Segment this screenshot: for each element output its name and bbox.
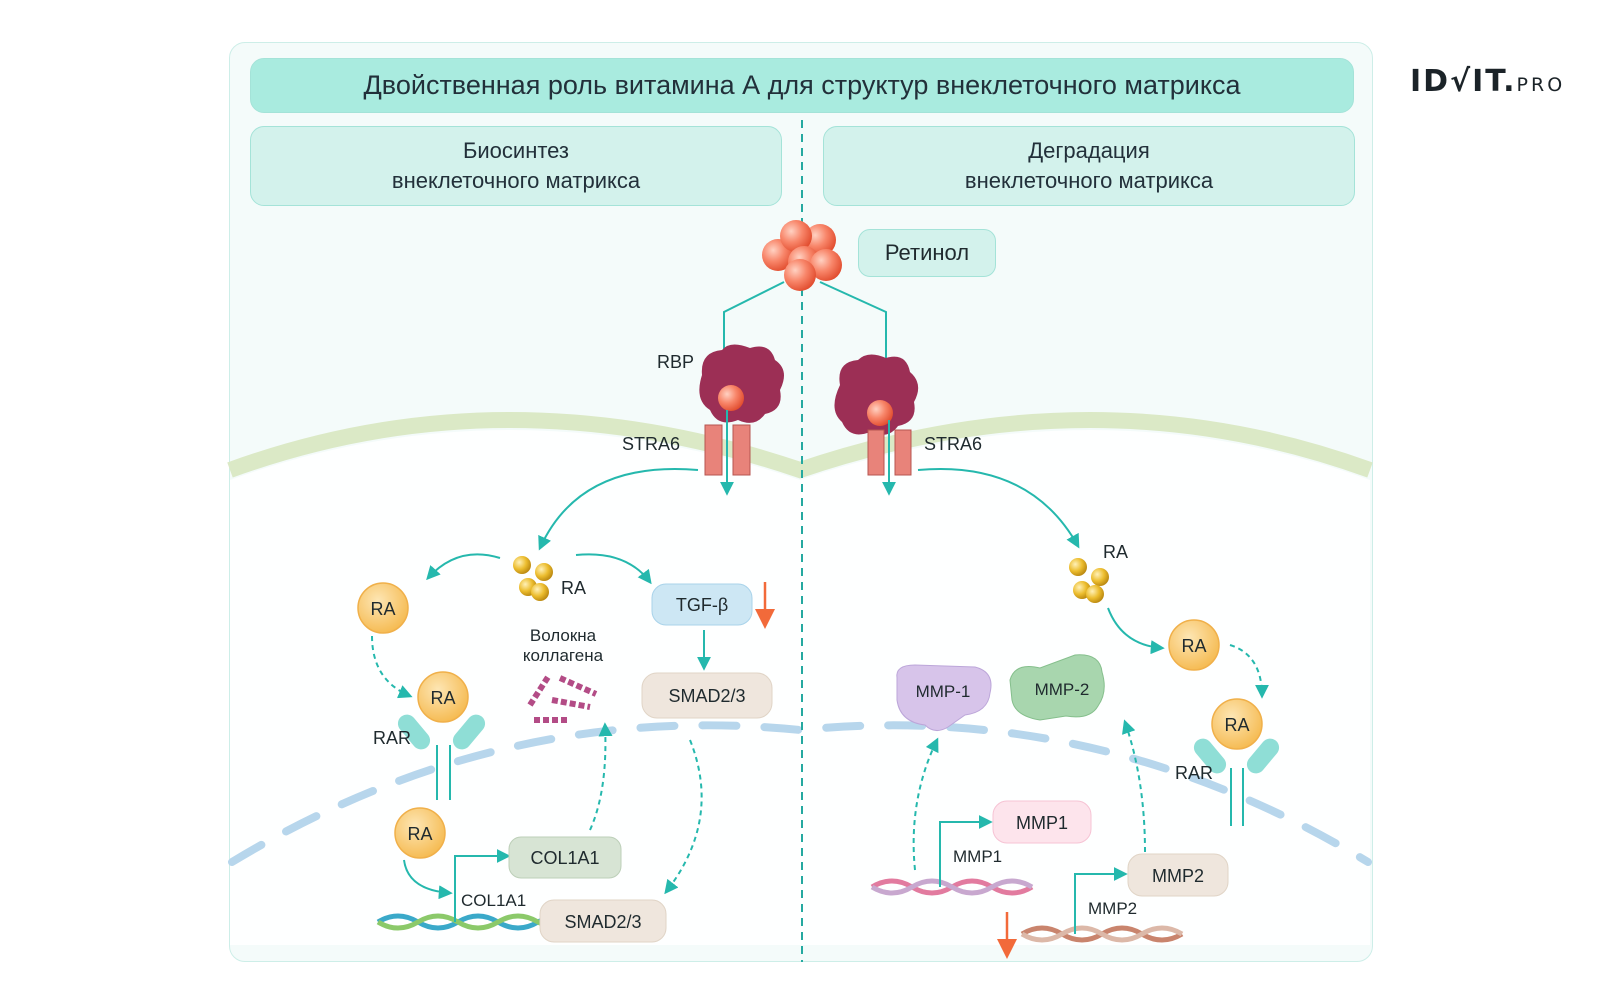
- rar-right-label: RAR: [1175, 763, 1213, 783]
- ra-circle-left-receptor-label: RA: [430, 688, 455, 708]
- retinol-label-box: Ретинол: [858, 229, 996, 277]
- mmp2-transcription-arrow: [1074, 867, 1128, 934]
- degradation-header-line1: Деградация: [1028, 138, 1150, 163]
- mmp1-enzyme-label: MMP-1: [916, 682, 971, 701]
- ra-circle-left-top: RA: [357, 582, 409, 634]
- mmp2-protein-box: MMP2: [1127, 853, 1229, 897]
- collagen-label-line2: коллагена: [523, 646, 604, 665]
- rbp-right-icon: [834, 354, 919, 435]
- col1a1-transcription-arrow: [454, 849, 511, 922]
- ra-circle-right-receptor-label: RA: [1224, 715, 1249, 735]
- col1a1-protein-label: COL1A1: [530, 848, 599, 868]
- degradation-header: Деградация внеклеточного матрикса: [823, 126, 1355, 206]
- dna-right-top-icon: [870, 878, 1034, 896]
- smad-nucleus-label: SMAD2/3: [564, 912, 641, 932]
- biosynthesis-header-line1: Биосинтез: [462, 138, 570, 163]
- mmp2-enzyme-label: MMP-2: [1035, 680, 1090, 699]
- col1a1-gene-label: COL1A1: [461, 891, 526, 910]
- ra-to-tgf-arrow: [575, 553, 652, 585]
- rar-left-label: RAR: [373, 728, 411, 748]
- mmp2-enzyme-icon: MMP-2: [1009, 654, 1105, 721]
- smad-nucleus-box: SMAD2/3: [539, 899, 667, 943]
- nuclear-envelope: [228, 721, 1372, 866]
- dna-right-bottom-icon: [1020, 925, 1184, 943]
- ra-binding-arrow-right: [1229, 644, 1269, 699]
- idvit-logo: ID√IT.PRO: [1410, 64, 1565, 99]
- smad-cyto-box: SMAD2/3: [641, 672, 773, 719]
- ra-binding-arrow-left: [371, 635, 413, 699]
- tgf-beta-box: TGF-β: [651, 583, 753, 626]
- retinol-icon: [762, 220, 842, 291]
- biosynthesis-header-line2: внеклеточного матрикса: [391, 168, 641, 193]
- rbp-label: RBP: [657, 352, 694, 372]
- mmp1-protein-box: MMP1: [992, 800, 1092, 844]
- logo-main-text: ID√IT.: [1410, 64, 1517, 99]
- ra-to-rar-arrow: [426, 553, 501, 581]
- ra-cluster-right-icon: [1069, 558, 1109, 603]
- mmp1-gene-label: MMP1: [953, 847, 1002, 866]
- stra6-right-label: STRA6: [924, 434, 982, 454]
- stra6-to-ra-arrow-right: [917, 468, 1080, 549]
- stra6-left-icon: [704, 424, 751, 476]
- ra-circle-right-top: RA: [1168, 619, 1220, 671]
- ra-cluster-left-icon: [513, 556, 553, 601]
- ra-cluster-left-label: RA: [561, 578, 586, 598]
- stra6-to-ra-arrow-left: [538, 468, 699, 551]
- rbp-left-icon: [699, 344, 784, 423]
- retinol-line-left: [723, 281, 785, 365]
- mmp2-protein-label: MMP2: [1152, 866, 1204, 886]
- degradation-header-line2: внеклеточного матрикса: [964, 168, 1214, 193]
- mmp1-to-enzyme-arrow: [912, 737, 939, 871]
- ra-circle-left-top-label: RA: [370, 599, 395, 619]
- col1a1-to-collagen-arrow: [589, 722, 613, 831]
- smad-to-nucleus-arrow: [664, 739, 703, 895]
- ra-to-circle-arrow-right: [1107, 607, 1165, 655]
- stra6-left-label: STRA6: [622, 434, 680, 454]
- tgf-beta-label: TGF-β: [676, 595, 728, 615]
- stra6-right-icon: [867, 429, 912, 476]
- ra-circle-left-bottom-label: RA: [407, 824, 432, 844]
- retinol-label: Ретинол: [884, 240, 970, 265]
- col1a1-protein-box: COL1A1: [508, 836, 622, 879]
- rar-receptor-left-icon: RA: [397, 671, 486, 800]
- collagen-label-line1: Волокна: [530, 626, 597, 645]
- mmp2-to-enzyme-arrow: [1122, 719, 1146, 853]
- mmp2-gene-label: MMP2: [1088, 899, 1137, 918]
- mmp1-protein-label: MMP1: [1016, 813, 1068, 833]
- ra-cluster-right-label: RA: [1103, 542, 1128, 562]
- ra-circle-right-top-label: RA: [1181, 636, 1206, 656]
- main-title-text: Двойственная роль витамина А для структу…: [363, 70, 1241, 100]
- ra-to-col1a1-gene-arrow: [403, 859, 453, 900]
- mmp1-transcription-arrow: [939, 815, 993, 887]
- collagen-fibers-icon: [527, 675, 598, 723]
- main-title: Двойственная роль витамина А для структу…: [250, 58, 1354, 113]
- logo-suffix-text: PRO: [1516, 74, 1566, 96]
- biosynthesis-header: Биосинтез внеклеточного матрикса: [250, 126, 782, 206]
- retinol-line-right: [819, 281, 887, 370]
- rar-receptor-right-icon: RA: [1193, 698, 1280, 826]
- smad-cyto-label: SMAD2/3: [668, 686, 745, 706]
- ra-circle-left-bottom: RA: [394, 807, 446, 859]
- mmp1-enzyme-icon: MMP-1: [896, 664, 992, 731]
